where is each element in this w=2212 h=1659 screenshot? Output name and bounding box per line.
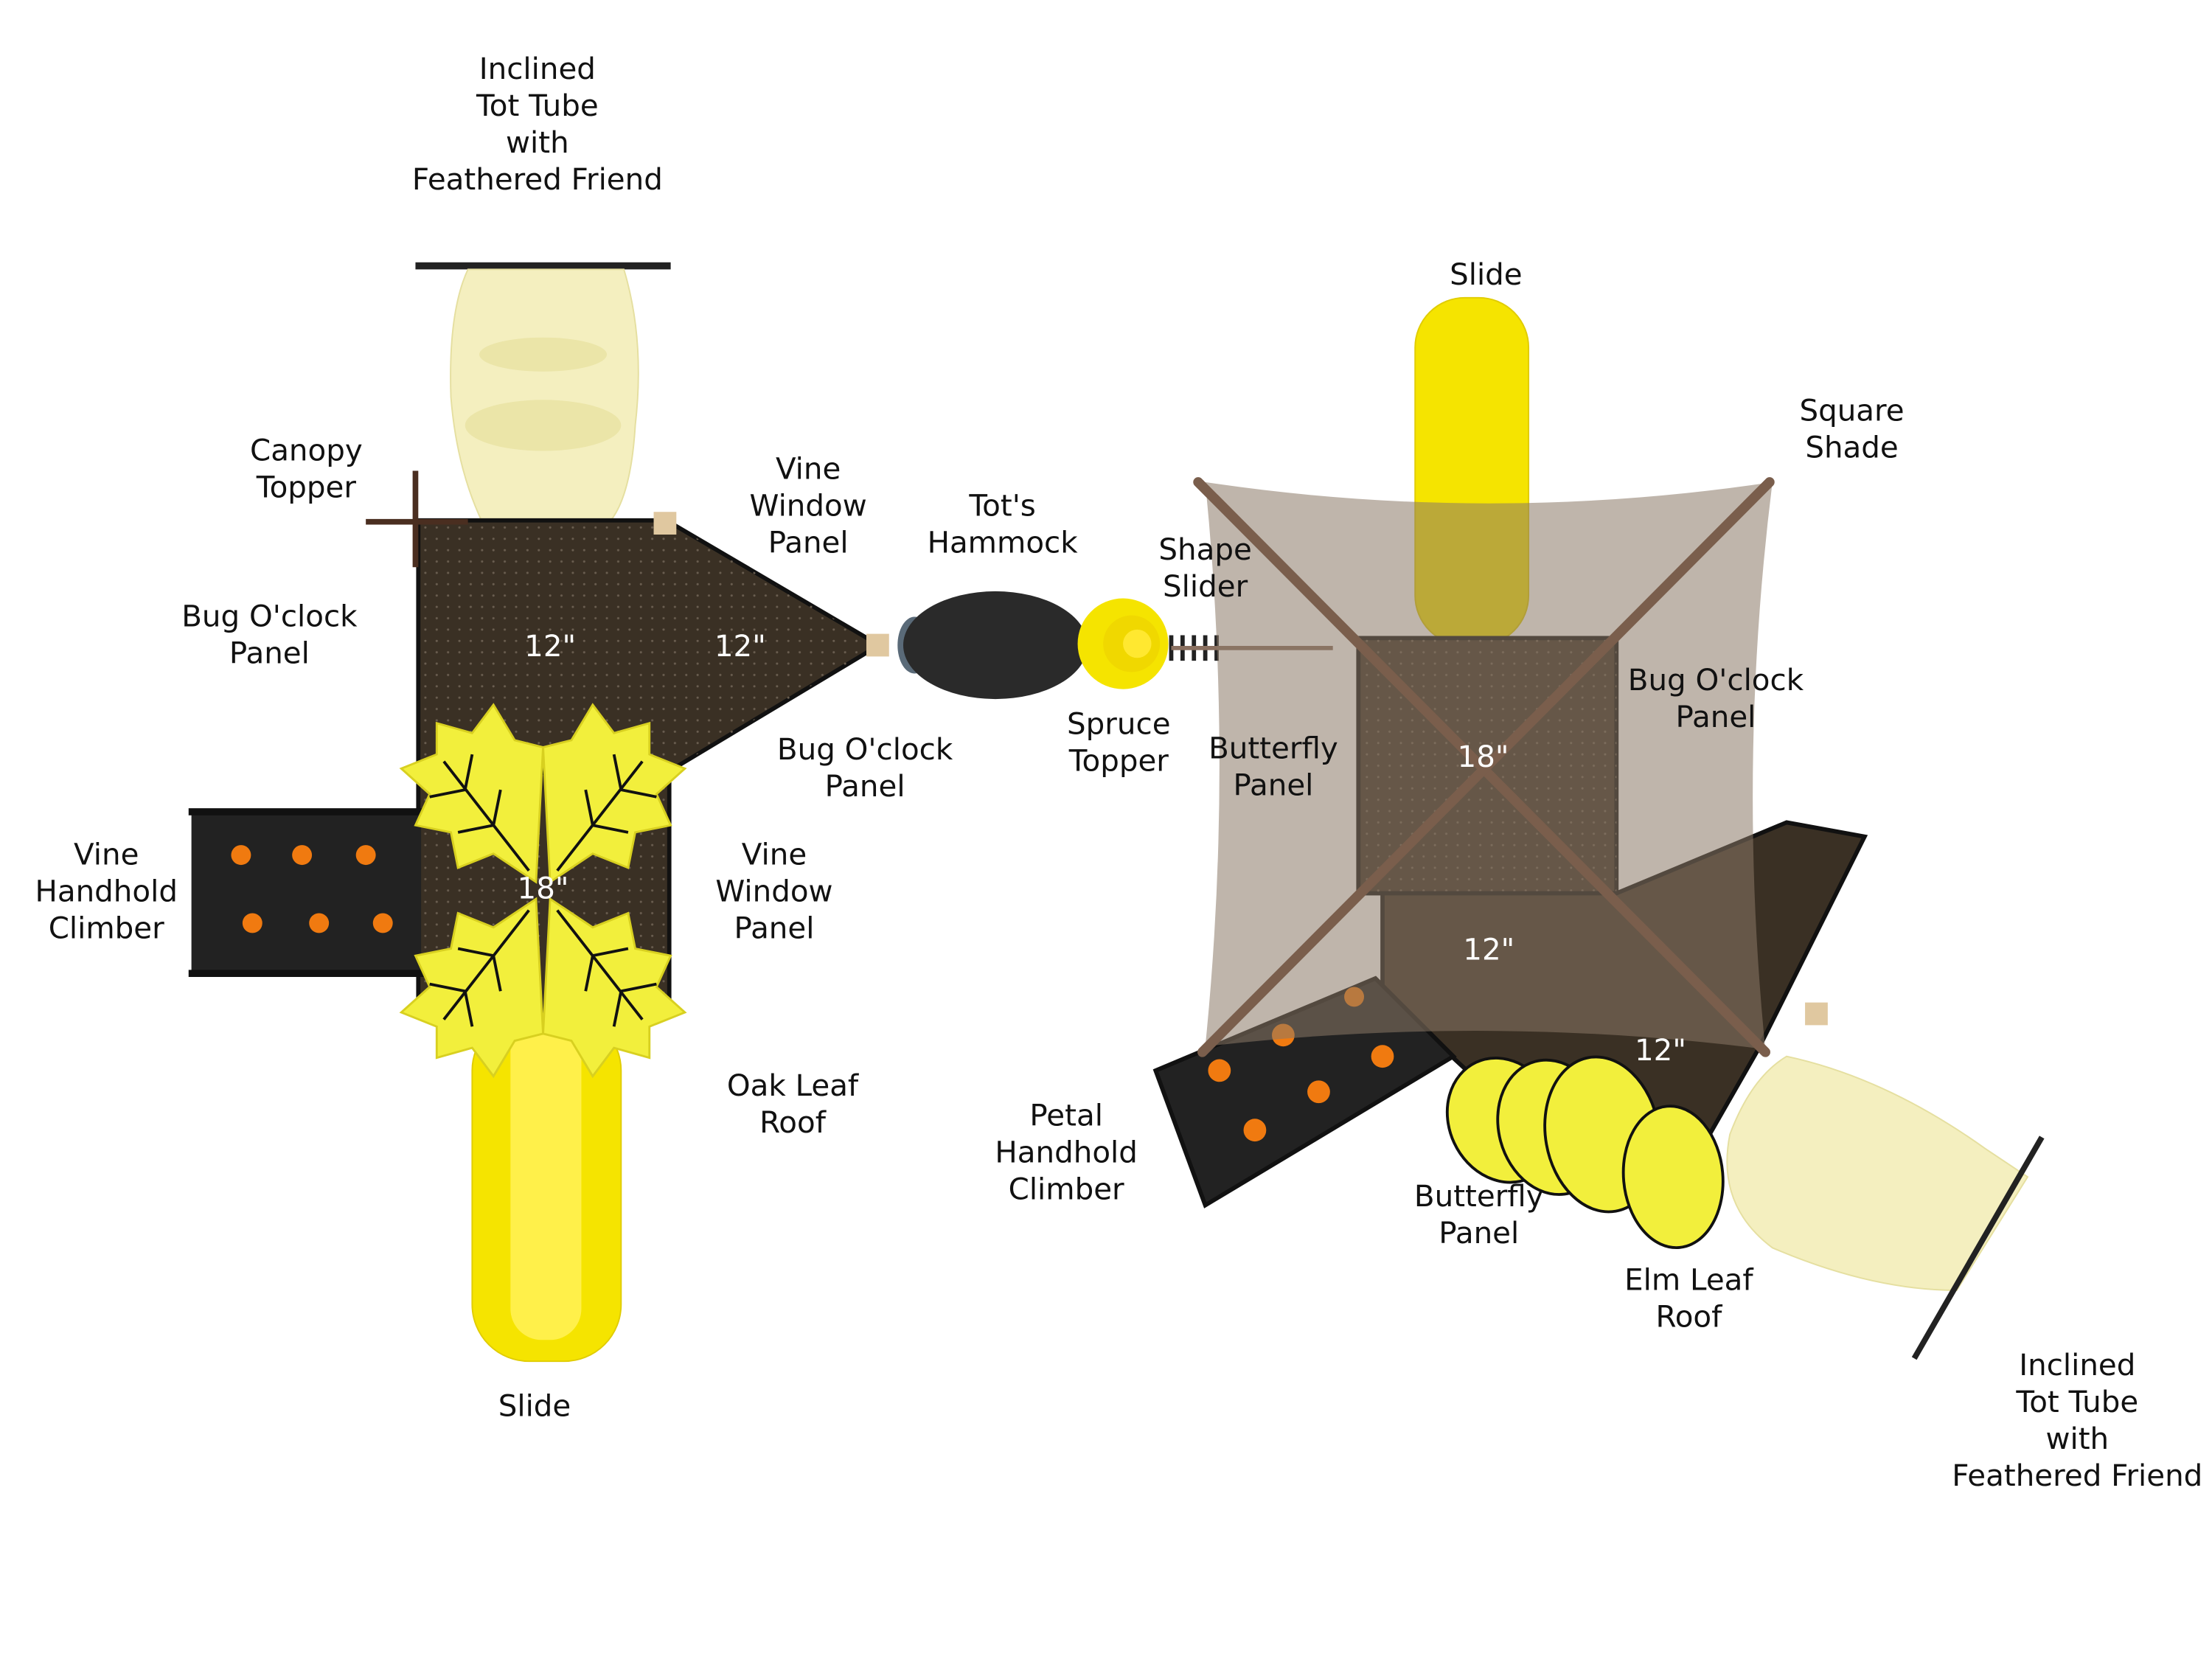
tube-right-end-bar (1911, 1135, 2045, 1360)
deck-height: 18" (518, 872, 569, 906)
tube-left-top-bar (415, 262, 671, 270)
label-slide-bottom: Slide (498, 1389, 571, 1424)
deck-height: 12" (1463, 932, 1514, 967)
inclined-tot-tube-left (450, 268, 639, 523)
spruce-topper (1077, 598, 1169, 689)
canopy-topper (366, 470, 468, 568)
label-slide-top: Slide (1450, 257, 1523, 292)
deck-heights: 12" 12" 18" 18" 12" 12" (518, 629, 1686, 1068)
vine-handhold-climber (188, 808, 424, 977)
right-structure (1152, 296, 2045, 1360)
post-cap (866, 633, 889, 657)
tots-hammock (897, 591, 1088, 700)
left-structure (188, 262, 1169, 1363)
deck-height: 12" (1635, 1033, 1686, 1068)
deck-height: 12" (714, 629, 766, 664)
inclined-tot-tube-right (1726, 1055, 2029, 1291)
deck-height: 18" (1458, 740, 1509, 774)
elm-leaf-roof (1445, 1055, 1725, 1250)
shade-poles (1193, 477, 1775, 1057)
post-cap (1805, 1002, 1828, 1026)
deck-height: 12" (524, 629, 576, 664)
post-cap (653, 512, 677, 535)
